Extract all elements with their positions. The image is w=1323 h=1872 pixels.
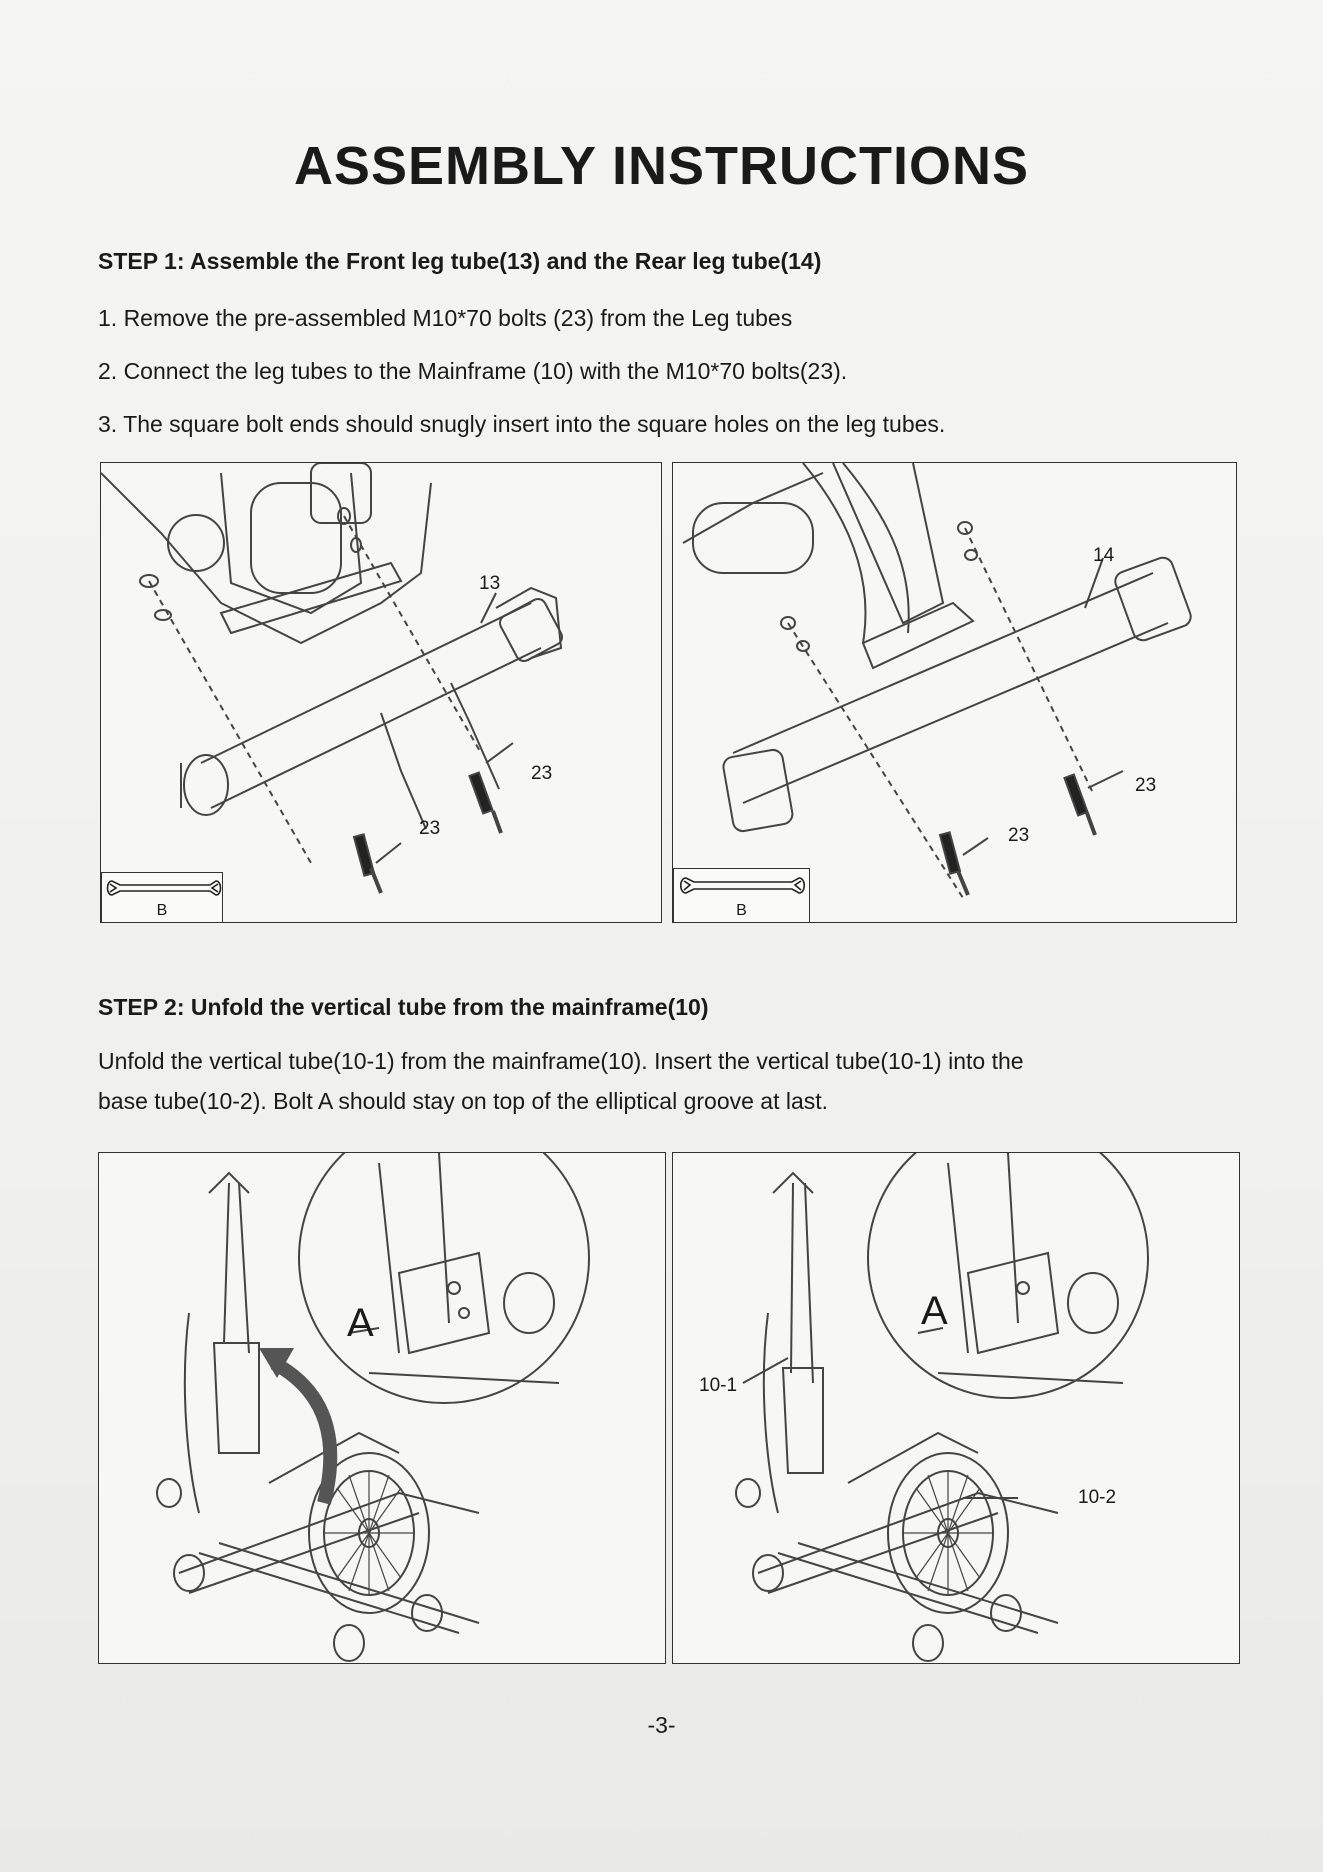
step1-figure-rear-leg: 14 23 23 B (672, 462, 1237, 923)
bolt-a-label: A (347, 1301, 374, 1345)
vertical-tube-10-1-label: 10-1 (699, 1375, 738, 1396)
bolt-23-label-upper: 23 (531, 763, 553, 784)
step1-line-2: 2. Connect the leg tubes to the Mainfram… (98, 358, 848, 384)
step2-figure-unfold: A (98, 1152, 666, 1664)
step2-heading: STEP 2: Unfold the vertical tube from th… (98, 994, 709, 1020)
step1-line-3: 3. The square bolt ends should snugly in… (98, 411, 946, 437)
bolt-23-label-lower: 23 (419, 818, 441, 839)
bolt-23-label-upper-right: 23 (1135, 775, 1157, 796)
step1-figure-front-leg: 13 23 23 B (100, 462, 662, 923)
page-title: ASSEMBLY INSTRUCTIONS (293, 136, 1030, 196)
step2-line-1: Unfold the vertical tube(10-1) from the … (98, 1048, 1024, 1074)
wrench-icon (679, 877, 806, 894)
step2-figure-inserted: A 10-1 10-2 (672, 1152, 1240, 1664)
part-14-label: 14 (1093, 545, 1115, 566)
unfold-illustration (156, 1153, 590, 1662)
inserted-illustration (735, 1153, 1149, 1662)
step1-line-1: 1. Remove the pre-assembled M10*70 bolts… (98, 305, 793, 331)
page-number: -3- (647, 1712, 676, 1738)
wrench-icon (106, 880, 222, 896)
step1-heading: STEP 1: Assemble the Front leg tube(13) … (98, 248, 822, 274)
bolt-23-label-lower-right: 23 (1008, 825, 1030, 846)
base-tube-10-2-label: 10-2 (1078, 1487, 1117, 1508)
step2-line-2: base tube(10-2). Bolt A should stay on t… (98, 1088, 829, 1114)
part-13-label: 13 (479, 573, 501, 594)
rear-leg-illustration (682, 463, 1192, 899)
wrench-tool-b-right: B (673, 868, 810, 922)
bolt-a-label-right: A (921, 1289, 948, 1333)
tool-b-label-right: B (736, 902, 747, 919)
wrench-tool-b: B (101, 872, 223, 922)
tool-b-label: B (156, 902, 168, 919)
front-leg-illustration (101, 463, 563, 894)
